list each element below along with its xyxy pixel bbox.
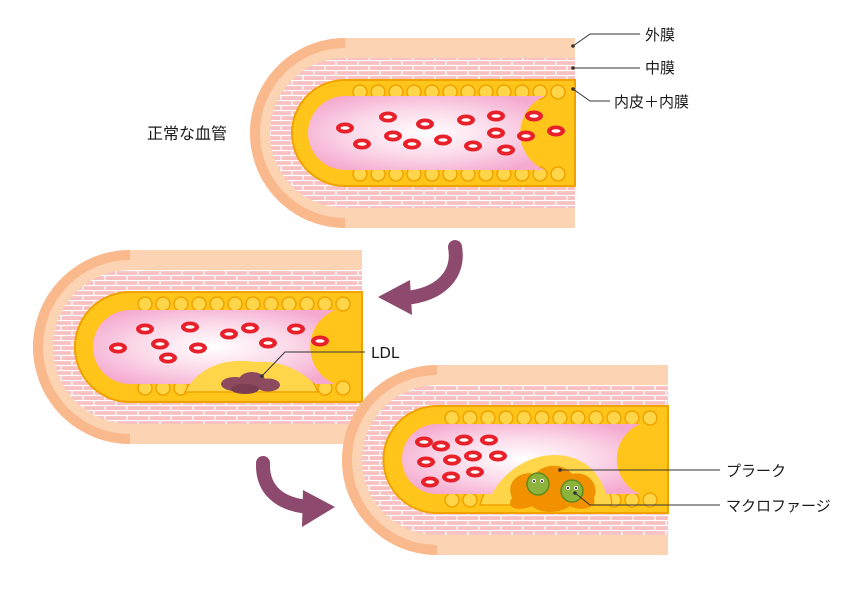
vessel-normal <box>250 38 576 228</box>
leader-plaque <box>558 468 720 472</box>
plaque-label: プラーク <box>726 462 786 480</box>
progress-arrow-2 <box>256 456 335 527</box>
media-label: 中膜 <box>645 59 675 77</box>
macrophage-label: マクロファージ <box>726 497 831 515</box>
leader-ldl <box>260 351 365 378</box>
normal-vessel-label: 正常な血管 <box>147 124 227 143</box>
leader-media <box>571 66 640 70</box>
leader-intima <box>571 87 610 102</box>
ldl-deposit <box>221 372 280 394</box>
intima-label: 内皮＋内膜 <box>614 93 689 111</box>
leader-macrophage <box>573 491 720 506</box>
vessel-ldl <box>33 250 363 444</box>
adventitia-label: 外膜 <box>645 26 675 44</box>
macrophage <box>526 472 584 503</box>
leader-adventitia <box>571 33 640 48</box>
vessel-plaque <box>342 365 669 555</box>
ldl-label: LDL <box>371 344 400 362</box>
progress-arrow-1 <box>378 240 463 315</box>
